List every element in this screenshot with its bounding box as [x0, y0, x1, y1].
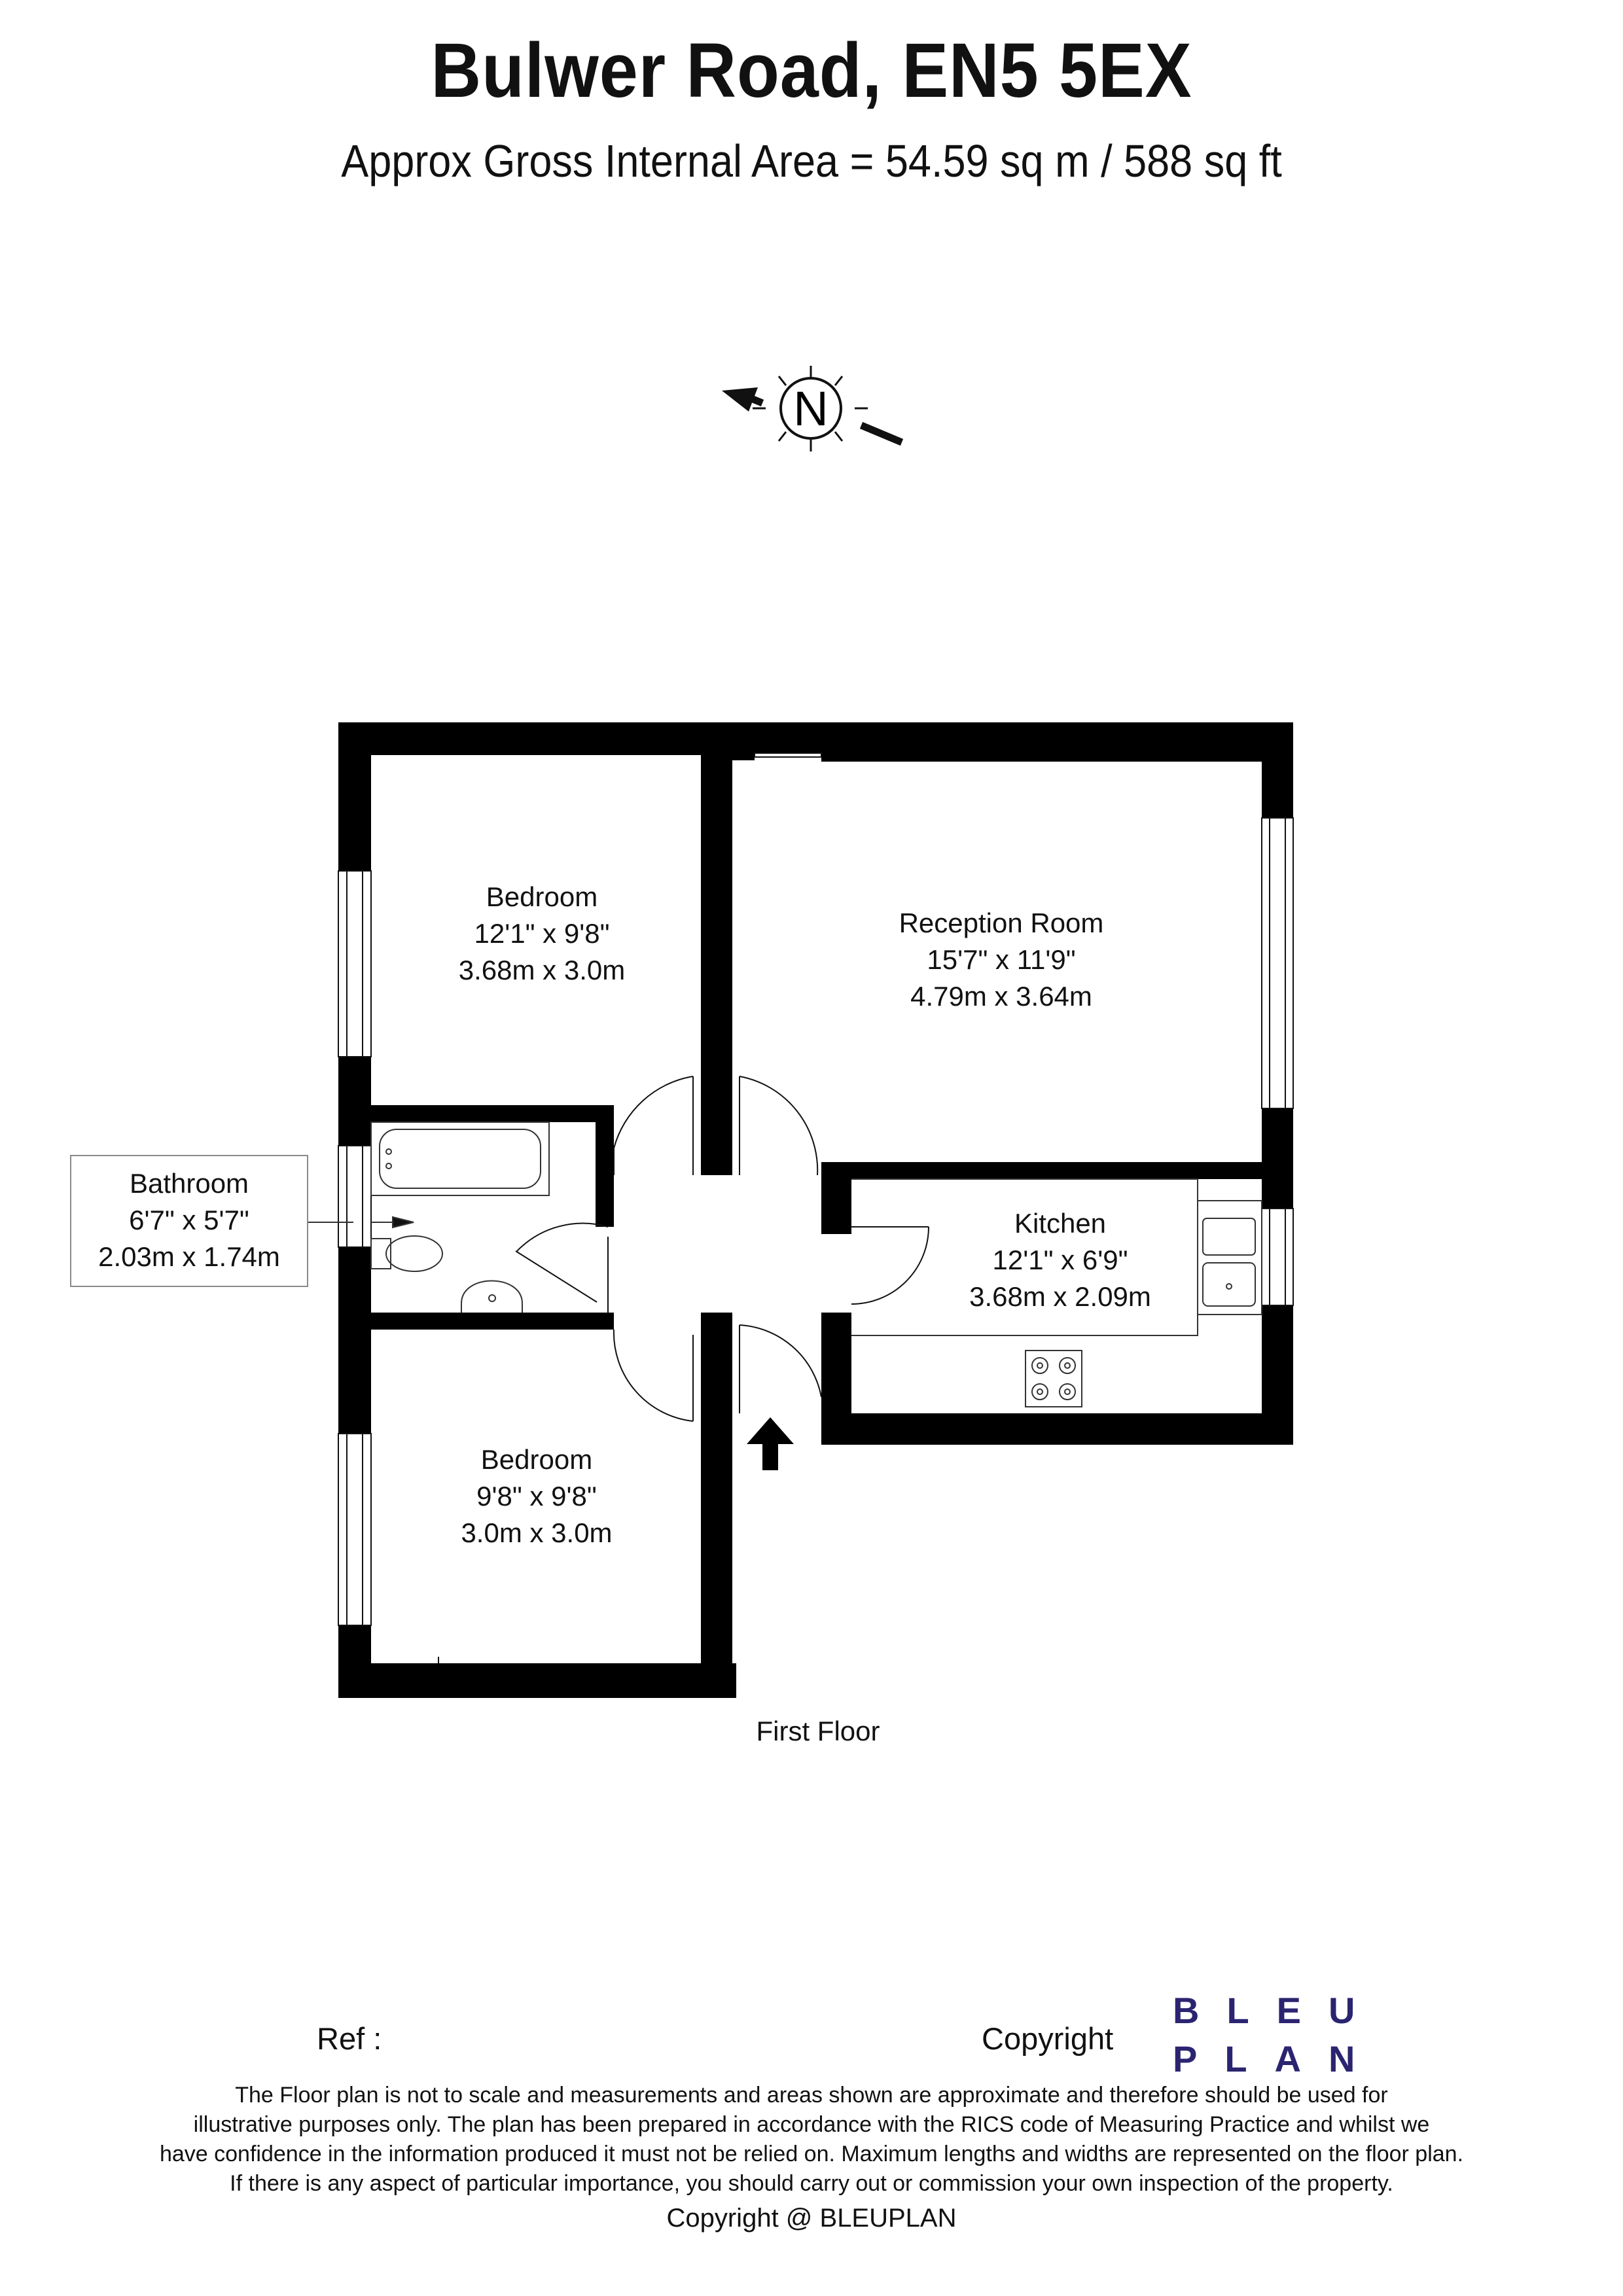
compass-arrowhead: [722, 387, 758, 412]
room-size-metric: 3.68m x 2.09m: [969, 1281, 1151, 1312]
bathtub-basin-icon: [379, 1129, 541, 1189]
sink-drainer-icon: [1202, 1218, 1256, 1256]
room-label-kitchen: Kitchen 12'1" x 6'9" 3.68m x 2.09m: [929, 1205, 1191, 1315]
bedroom1-window: [338, 870, 372, 1057]
floor-name: First Floor: [756, 1716, 880, 1746]
bathroom-window: [338, 1145, 372, 1248]
gross-internal-area: Approx Gross Internal Area = 54.59 sq m …: [341, 135, 1282, 186]
kitchen-window: [1261, 1208, 1294, 1306]
doors: [438, 1076, 929, 1663]
hob-icon: [1025, 1350, 1082, 1407]
room-name: Bathroom: [129, 1168, 249, 1199]
room-size-metric: 3.68m x 3.0m: [458, 955, 626, 985]
compass-north-label: N: [793, 381, 828, 436]
disclaimer-line: illustrative purposes only. The plan has…: [193, 2112, 1430, 2137]
toilet-bowl-icon: [385, 1235, 443, 1272]
reception-top-window: [754, 752, 822, 758]
washbasin-icon: [461, 1280, 523, 1313]
room-size-imperial: 12'1" x 9'8": [474, 918, 610, 949]
room-size-metric: 3.0m x 3.0m: [461, 1517, 613, 1548]
sink-unit-icon: [1197, 1200, 1262, 1315]
room-name: Bedroom: [486, 881, 598, 912]
sink-bowl-icon: [1202, 1262, 1256, 1307]
room-label-bedroom-2: Bedroom 9'8" x 9'8" 3.0m x 3.0m: [406, 1441, 668, 1551]
room-name: Kitchen: [1014, 1208, 1107, 1239]
property-title: Bulwer Road, EN5 5EX: [431, 27, 1192, 114]
toilet-cistern-icon: [370, 1238, 391, 1269]
reception-door: [739, 1076, 819, 1176]
kitchen-fixtures: [851, 1178, 1262, 1407]
bathroom-fixtures: [370, 1122, 550, 1313]
room-label-reception: Reception Room 15'7" x 11'9" 4.79m x 3.6…: [864, 905, 1139, 1015]
disclaimer: The Floor plan is not to scale and measu…: [92, 2081, 1531, 2199]
bathroom-door: [516, 1222, 609, 1313]
copyright-label: Copyright: [982, 2021, 1114, 2056]
bedroom2-door: [613, 1329, 694, 1422]
room-size-metric: 2.03m x 1.74m: [98, 1241, 280, 1272]
room-size-metric: 4.79m x 3.64m: [910, 981, 1092, 1012]
bedroom1-door: [613, 1076, 694, 1175]
room-size-imperial: 15'7" x 11'9": [927, 944, 1076, 975]
entrance-door: [739, 1324, 822, 1413]
logo-line-2: PLAN: [1173, 2038, 1383, 2079]
room-size-imperial: 12'1" x 6'9": [992, 1245, 1128, 1275]
arrow-pointer-icon: [392, 1216, 414, 1229]
bathroom-door-leaf: [515, 1250, 597, 1303]
disclaimer-line: have confidence in the information produ…: [159, 2142, 1464, 2166]
room-size-imperial: 6'7" x 5'7": [129, 1205, 249, 1235]
logo-line-1: BLEU: [1173, 1990, 1383, 2031]
bleuplan-logo: BLEU PLAN: [1173, 1987, 1382, 2083]
room-name: Reception Room: [899, 908, 1104, 938]
reception-window: [1261, 817, 1294, 1109]
bedroom2-window: [338, 1433, 372, 1626]
north-compass: N: [722, 366, 904, 451]
compass-rays: [753, 366, 868, 451]
reference-label: Ref :: [317, 2021, 382, 2056]
disclaimer-line: If there is any aspect of particular imp…: [230, 2171, 1393, 2196]
room-label-bathroom: Bathroom 6'7" x 5'7" 2.03m x 1.74m: [70, 1155, 308, 1287]
disclaimer-line: The Floor plan is not to scale and measu…: [235, 2083, 1388, 2108]
room-name: Bedroom: [480, 1444, 593, 1475]
bathtub-icon: [370, 1122, 550, 1196]
room-label-bedroom-1: Bedroom 12'1" x 9'8" 3.68m x 3.0m: [411, 879, 673, 989]
entrance-arrow: [747, 1417, 794, 1470]
kitchen-door: [851, 1226, 929, 1305]
room-size-imperial: 9'8" x 9'8": [476, 1481, 597, 1511]
compass-circle: [779, 377, 842, 440]
windows: [338, 752, 1294, 1626]
footer-copyright: Copyright @ BLEUPLAN: [666, 2204, 957, 2233]
compass-shaft-tail: [859, 421, 904, 446]
